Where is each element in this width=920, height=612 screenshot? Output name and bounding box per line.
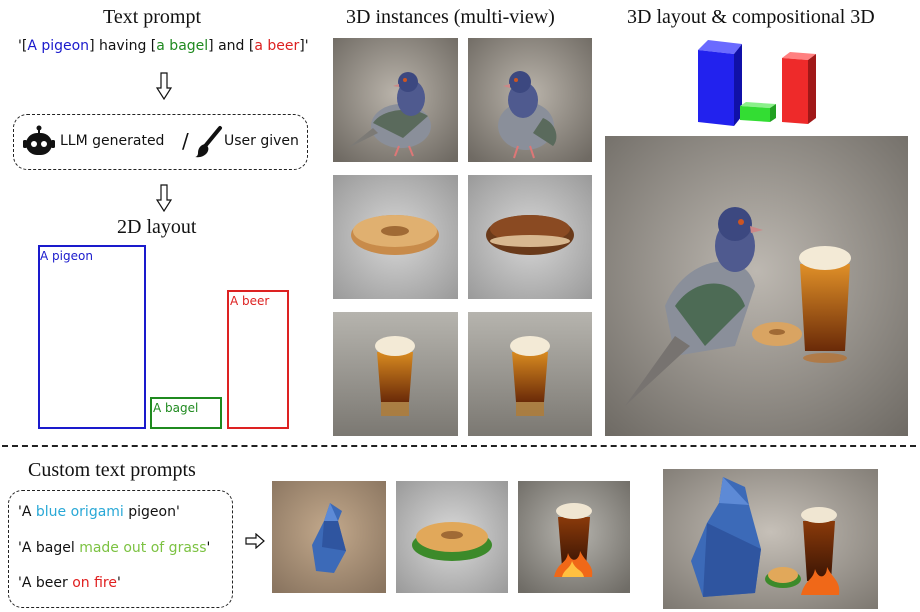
llm-generated-label: LLM generated — [60, 133, 165, 149]
grass-bagel-render — [396, 481, 508, 593]
prompt-close: ]' — [299, 38, 309, 54]
custom-prompt-2-highlight: made out of grass — [79, 540, 207, 556]
layout-source-box: LLM generated / User given — [13, 114, 308, 170]
3d-instances-heading: 3D instances (multi-view) — [346, 6, 555, 28]
compositional-3d-render — [605, 136, 908, 436]
custom-prompt-1-prefix: 'A — [18, 504, 36, 520]
text-prompt: '[A pigeon] having [a bagel] and [a beer… — [18, 38, 309, 54]
custom-prompt-1: 'A blue origami pigeon' — [18, 504, 180, 520]
custom-prompt-3-prefix: 'A beer — [18, 575, 73, 591]
section-divider — [2, 445, 916, 447]
compositional-heading: 3D layout & compositional 3D — [627, 6, 875, 28]
paintbrush-icon — [195, 126, 222, 158]
bagel-view-1 — [333, 175, 458, 299]
bagel-view-2 — [468, 175, 592, 299]
user-given-label: User given — [224, 133, 299, 149]
prompt-mid1: ] having [ — [89, 38, 157, 54]
layout-box-bagel: A bagel — [150, 397, 222, 429]
custom-prompt-2-suffix: ' — [206, 540, 211, 556]
2d-layout-heading: 2D layout — [117, 216, 197, 238]
custom-prompt-3-highlight: on fire — [72, 575, 117, 591]
prompt-open: '[ — [18, 38, 28, 54]
custom-prompt-1-suffix: pigeon' — [123, 504, 180, 520]
beer-view-1 — [333, 312, 458, 436]
prompt-beer: a beer — [254, 38, 300, 54]
layout-box-pigeon: A pigeon — [38, 245, 146, 429]
text-prompt-heading: Text prompt — [103, 6, 202, 28]
origami-pigeon-render — [272, 481, 386, 593]
custom-prompt-1-highlight: blue origami — [35, 504, 124, 520]
down-arrow-icon — [156, 72, 172, 100]
layout-label-bagel: A bagel — [153, 401, 199, 415]
down-arrow-icon — [156, 184, 172, 212]
custom-prompts-heading: Custom text prompts — [28, 459, 196, 481]
source-separator: / — [182, 129, 189, 153]
layout-box-beer: A beer — [227, 290, 289, 429]
beer-on-fire-render — [518, 481, 630, 593]
pigeon-view-1 — [333, 38, 458, 162]
layout-label-pigeon: A pigeon — [40, 249, 93, 263]
custom-prompt-2: 'A bagel made out of grass' — [18, 540, 210, 556]
custom-prompts-box: 'A blue origami pigeon' 'A bagel made ou… — [8, 490, 233, 608]
prompt-bagel: a bagel — [156, 38, 209, 54]
prompt-pigeon: A pigeon — [27, 38, 90, 54]
custom-compositional-render — [663, 469, 878, 609]
3d-layout-boxes — [698, 40, 816, 126]
layout-label-beer: A beer — [230, 294, 270, 308]
custom-prompt-3-suffix: ' — [116, 575, 121, 591]
custom-prompt-3: 'A beer on fire' — [18, 575, 121, 591]
custom-prompt-2-prefix: 'A bagel — [18, 540, 80, 556]
robot-icon — [23, 125, 55, 155]
right-arrow-icon — [245, 533, 265, 549]
prompt-mid2: ] and [ — [208, 38, 255, 54]
pigeon-view-2 — [468, 38, 592, 162]
beer-view-2 — [468, 312, 592, 436]
